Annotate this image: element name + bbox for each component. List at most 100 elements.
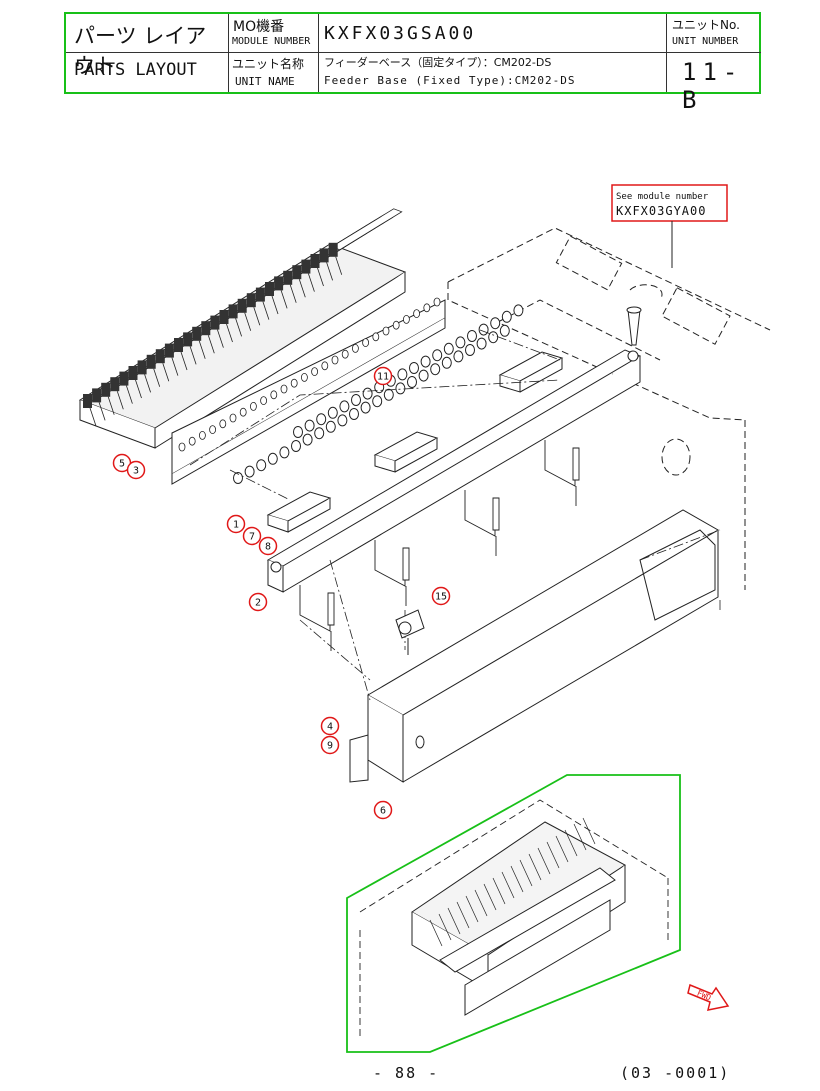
machine-base-outline: [447, 227, 771, 590]
title-block: パーツ レイアウト PARTS LAYOUT MO機番 MODULE NUMBE…: [64, 12, 761, 114]
unit-name-en: Feeder Base (Fixed Type):CM202-DS: [324, 74, 576, 87]
see-module-number: KXFX03GYA00: [616, 204, 706, 218]
spring-clip: [339, 400, 350, 413]
spring-clip: [441, 356, 452, 369]
mount-bracket: [544, 440, 580, 506]
spring-clip: [407, 376, 417, 388]
parts-layout-jp: パーツ レイアウト: [74, 24, 207, 78]
spring-clip: [349, 408, 359, 420]
spring-clip: [302, 433, 313, 446]
spring-clip: [395, 382, 406, 395]
spring-clip: [351, 394, 361, 406]
svg-text:6: 6: [380, 806, 386, 817]
inset-view: [346, 774, 681, 1053]
callouts: 11 53 178 2 15 4 9 6: [112, 366, 451, 820]
front-rail: [266, 349, 642, 593]
svg-text:3: 3: [133, 466, 139, 477]
spring-clip: [256, 459, 267, 472]
feeder-slats: [83, 208, 403, 427]
mount-bracket: [464, 490, 500, 556]
spring-clip: [453, 350, 464, 363]
svg-text:11: 11: [377, 372, 389, 383]
plate-hole: [321, 361, 329, 371]
brackets: [299, 440, 580, 651]
callout-9: 9: [320, 735, 340, 755]
plate-holes: [178, 297, 441, 452]
plate-hole: [229, 413, 237, 423]
unit-number: 11-B: [682, 58, 744, 114]
svg-text:4: 4: [327, 722, 333, 733]
assembly-lines: [189, 329, 721, 701]
spring-clip: [418, 369, 429, 382]
svg-text:9: 9: [327, 741, 333, 752]
plate-hole: [290, 378, 298, 388]
see-module-label: See module number: [616, 192, 709, 202]
plate-hole: [402, 314, 410, 324]
spring-clip: [337, 414, 348, 427]
spring-clip: [478, 323, 489, 336]
plate-hole: [300, 372, 308, 382]
spring-clip: [325, 420, 336, 433]
plate-hole: [280, 384, 288, 394]
plate-hole: [198, 430, 206, 440]
plate-hole: [239, 407, 247, 417]
spring-clip: [362, 387, 373, 400]
plate-hole: [209, 425, 217, 435]
spring-clip: [490, 317, 501, 330]
svg-text:8: 8: [265, 542, 271, 553]
spring-clip: [467, 330, 477, 342]
spring-clip: [501, 310, 512, 323]
spring-clip: [397, 368, 408, 381]
svg-text:15: 15: [435, 592, 447, 603]
plate-hole: [341, 349, 349, 359]
plate-hole: [188, 436, 196, 446]
sensor-unit-15: [395, 609, 425, 655]
svg-text:5: 5: [119, 459, 125, 470]
spring-clip: [304, 419, 315, 432]
page-number: - 88 -: [373, 1064, 440, 1082]
mount-bracket: [299, 585, 335, 651]
callout-7: 7: [242, 526, 262, 546]
callout-11: 11: [373, 366, 393, 386]
plate-hole: [311, 367, 319, 377]
plate-hole: [423, 303, 431, 313]
plate-hole: [372, 332, 380, 342]
spring-clip: [409, 362, 419, 374]
callout-6: 6: [373, 800, 393, 820]
spring-clip: [233, 472, 243, 484]
mo-label-jp: MO機番: [233, 19, 285, 35]
plate-hole: [413, 309, 421, 319]
spring-clip: [513, 304, 524, 317]
plate-hole: [351, 343, 359, 353]
spring-clip: [291, 440, 301, 452]
unit-no-label-en: UNIT NUMBER: [672, 36, 739, 47]
plate-hole: [260, 396, 268, 406]
spring-clip: [327, 406, 338, 419]
spring-clip: [476, 337, 487, 350]
spring-clip: [244, 465, 255, 478]
locating-pins: [626, 306, 642, 346]
unit-name-label-jp: ユニット名称: [232, 57, 305, 71]
svg-text:7: 7: [249, 532, 255, 543]
inset-hatch: [429, 817, 596, 947]
svg-text:1: 1: [233, 520, 239, 531]
see-module-box: See module number KXFX03GYA00: [611, 184, 728, 268]
spring-clip: [488, 331, 499, 344]
revision-code: (03 -0001): [620, 1064, 731, 1082]
callout-4: 4: [320, 716, 340, 736]
spring-clip: [279, 446, 290, 459]
module-number: KXFX03GSA00: [324, 23, 477, 44]
spring-clip: [316, 413, 327, 426]
spring-clip: [432, 349, 443, 362]
feeder-row: [78, 243, 407, 449]
spring-clip: [443, 342, 454, 355]
clamp-blocks: [266, 351, 564, 533]
svg-text:2: 2: [255, 598, 261, 609]
spring-row: [233, 304, 524, 484]
spring-clip: [360, 401, 371, 414]
lower-angle-rail: [349, 509, 719, 783]
callout-3: 3: [126, 460, 146, 480]
spring-clip: [430, 363, 441, 376]
plate-hole: [433, 297, 441, 307]
